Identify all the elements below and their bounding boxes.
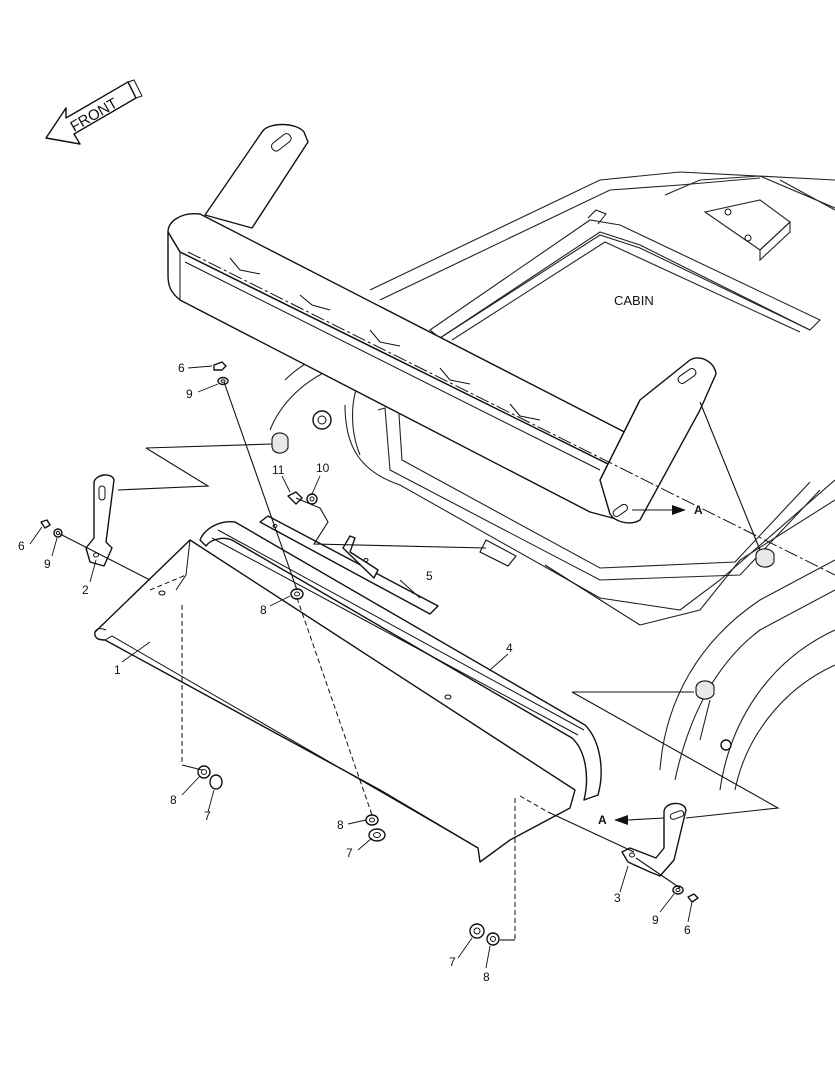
- callout-7-bottom-left: 7: [204, 809, 211, 823]
- callout-6-top: 6: [178, 361, 185, 375]
- part-5-plate: [259, 515, 439, 615]
- callout-8-bottom-right: 8: [483, 970, 490, 984]
- callout-9-left: 9: [44, 557, 51, 571]
- part-4-seal-strip: [199, 521, 602, 801]
- callout-8-mid: 8: [260, 603, 267, 617]
- cabin-label: CABIN: [614, 293, 654, 308]
- callout-8-bottom-mid: 8: [337, 818, 344, 832]
- callout-1: 1: [114, 663, 121, 677]
- callout-2: 2: [82, 583, 89, 597]
- cabin-structure: CABIN: [269, 171, 835, 791]
- part-2-left-bracket: [85, 474, 115, 567]
- callout-10: 10: [316, 461, 330, 475]
- callout-11: 11: [272, 463, 285, 477]
- callout-9-top: 9: [186, 387, 193, 401]
- callout-4: 4: [506, 641, 513, 655]
- callout-7-bottom-right: 7: [449, 955, 456, 969]
- upper-frame-assembly: [167, 123, 835, 576]
- part-3-right-bracket: [621, 802, 687, 877]
- view-marker-lower: A: [598, 813, 607, 827]
- callout-3: 3: [614, 891, 621, 905]
- part-1-lower-panel: [94, 539, 576, 863]
- callout-6-left: 6: [18, 539, 25, 553]
- front-direction-arrow: FRONT: [45, 79, 143, 145]
- fasteners: [40, 361, 699, 946]
- callout-numbers: 6 9 6 9 2 11 10 1 5 4 8 8 7 8 7 7 8 3 9 …: [18, 361, 691, 984]
- callout-5: 5: [426, 569, 433, 583]
- callout-leaders: [29, 365, 693, 969]
- view-marker-a-lower: A: [598, 813, 665, 827]
- assembly-lines: [59, 381, 780, 941]
- callout-6-right: 6: [684, 923, 691, 937]
- callout-8-bottom-left: 8: [170, 793, 177, 807]
- view-marker-a-upper: A: [632, 503, 703, 517]
- callout-9-right: 9: [652, 913, 659, 927]
- callout-7-bottom-mid: 7: [346, 846, 353, 860]
- view-marker-upper: A: [694, 503, 703, 517]
